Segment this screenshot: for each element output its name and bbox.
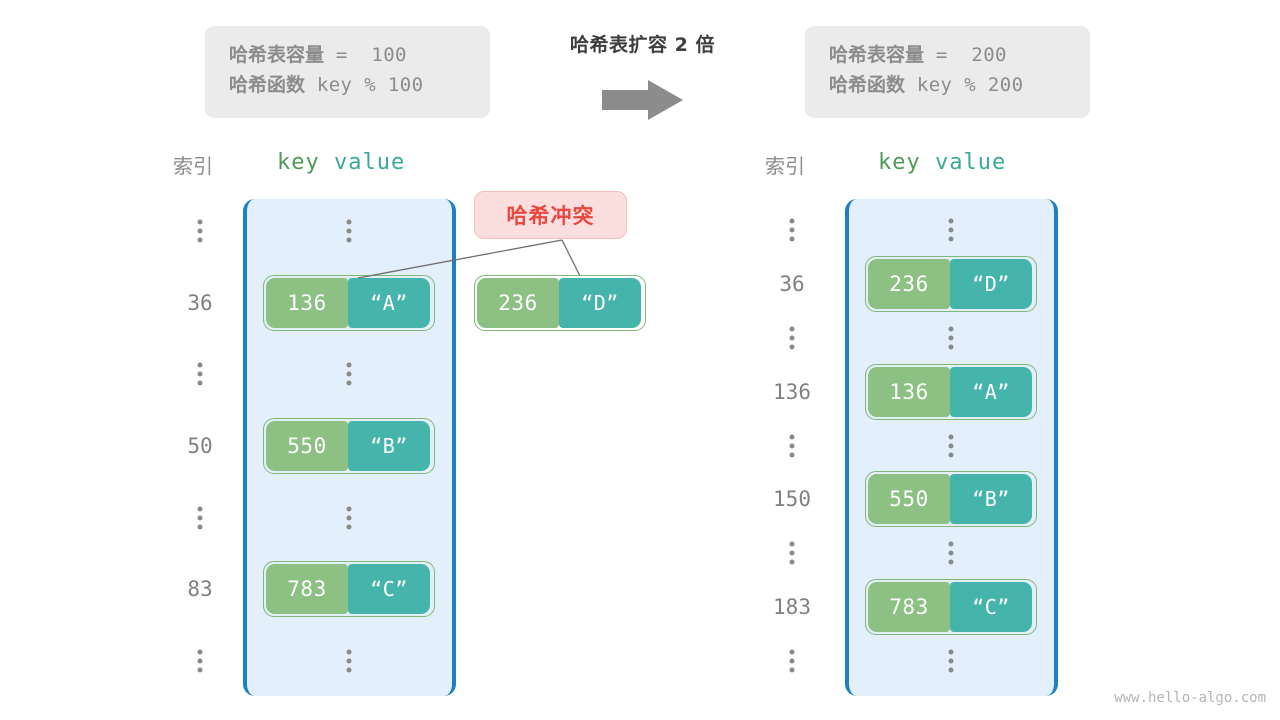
index-label: 36 bbox=[187, 290, 213, 315]
index-ellipsis-icon bbox=[197, 506, 203, 530]
row-ellipsis-icon bbox=[948, 326, 954, 350]
arrow-right-icon bbox=[602, 80, 683, 120]
entry-value: “C” bbox=[348, 564, 430, 615]
entry-value: “C” bbox=[950, 582, 1032, 633]
value-header-right: value bbox=[935, 150, 1007, 175]
kv-header-left: key value bbox=[277, 150, 405, 175]
entry-value: “A” bbox=[348, 277, 430, 328]
entry-value: “B” bbox=[348, 421, 430, 471]
index-label: 83 bbox=[187, 577, 213, 602]
entry-value: “A” bbox=[950, 366, 1032, 417]
collision-badge: 哈希冲突 bbox=[474, 191, 627, 239]
value-header-left: value bbox=[334, 150, 406, 175]
entry-key: 783 bbox=[266, 564, 348, 615]
transform-title: 哈希表扩容 2 倍 bbox=[570, 34, 715, 56]
key-header-left: key bbox=[277, 150, 320, 175]
row-ellipsis-icon bbox=[346, 362, 352, 386]
capacity-label-after: 哈希表容量 bbox=[829, 44, 925, 66]
index-ellipsis-icon bbox=[789, 218, 795, 242]
row-ellipsis-icon bbox=[346, 219, 352, 243]
collision-pointer-lines bbox=[357, 239, 581, 279]
index-ellipsis-icon bbox=[197, 219, 203, 243]
index-header-left: 索引 bbox=[173, 154, 213, 178]
index-label: 36 bbox=[779, 271, 805, 296]
row-ellipsis-icon bbox=[948, 541, 954, 565]
index-label: 136 bbox=[773, 379, 811, 404]
entry-key: 550 bbox=[868, 474, 950, 525]
entry-key: 136 bbox=[868, 366, 950, 417]
index-ellipsis-icon bbox=[789, 541, 795, 565]
index-header-right: 索引 bbox=[765, 154, 805, 178]
row-ellipsis-icon bbox=[346, 649, 352, 673]
index-ellipsis-icon bbox=[789, 434, 795, 457]
capacity-value-after: = 200 bbox=[924, 44, 1007, 66]
index-label: 150 bbox=[773, 487, 811, 512]
entry-value: “B” bbox=[950, 474, 1032, 525]
row-ellipsis-icon bbox=[346, 506, 352, 530]
index-label: 50 bbox=[187, 434, 213, 458]
capacity-label-before: 哈希表容量 bbox=[229, 44, 325, 66]
row-ellipsis-icon bbox=[948, 434, 954, 457]
table-entry[interactable]: 550“B” bbox=[865, 471, 1037, 528]
capacity-value-before: = 100 bbox=[324, 44, 407, 66]
hashfunc-value-after: key % 200 bbox=[905, 74, 1024, 96]
row-ellipsis-icon bbox=[948, 649, 954, 673]
watermark: www.hello-algo.com bbox=[1114, 690, 1266, 706]
capacity-line-before: 哈希表容量 = 100 bbox=[229, 40, 466, 70]
hashfunc-line-after: 哈希函数 key % 200 bbox=[829, 70, 1066, 100]
hashfunc-label-before: 哈希函数 bbox=[229, 74, 306, 96]
colliding-entry[interactable]: 236 “D” bbox=[474, 275, 646, 331]
entry-value: “D” bbox=[559, 278, 641, 328]
table-entry[interactable]: 550“B” bbox=[263, 418, 435, 474]
index-ellipsis-icon bbox=[197, 649, 203, 673]
table-entry[interactable]: 236“D” bbox=[865, 255, 1037, 312]
table-entry[interactable]: 783“C” bbox=[865, 579, 1037, 636]
index-ellipsis-icon bbox=[197, 362, 203, 386]
kv-header-right: key value bbox=[878, 150, 1006, 175]
table-entry[interactable]: 136“A” bbox=[865, 363, 1037, 420]
index-ellipsis-icon bbox=[789, 326, 795, 350]
hash-config-box-after: 哈希表容量 = 200 哈希函数 key % 200 bbox=[805, 26, 1090, 118]
table-entry[interactable]: 783“C” bbox=[263, 561, 435, 618]
table-entry[interactable]: 136“A” bbox=[263, 274, 435, 331]
hashfunc-value-before: key % 100 bbox=[305, 74, 424, 96]
entry-key: 136 bbox=[266, 277, 348, 328]
entry-value: “D” bbox=[950, 258, 1032, 309]
capacity-line-after: 哈希表容量 = 200 bbox=[829, 40, 1066, 70]
key-header-right: key bbox=[878, 150, 921, 175]
hashfunc-label-after: 哈希函数 bbox=[829, 74, 906, 96]
entry-key: 236 bbox=[868, 258, 950, 309]
row-ellipsis-icon bbox=[948, 218, 954, 242]
entry-key: 783 bbox=[868, 582, 950, 633]
index-ellipsis-icon bbox=[789, 649, 795, 673]
entry-key: 236 bbox=[477, 278, 559, 328]
index-label: 183 bbox=[773, 595, 811, 620]
hash-config-box-before: 哈希表容量 = 100 哈希函数 key % 100 bbox=[205, 26, 490, 118]
entry-key: 550 bbox=[266, 421, 348, 471]
hashfunc-line-before: 哈希函数 key % 100 bbox=[229, 70, 466, 100]
